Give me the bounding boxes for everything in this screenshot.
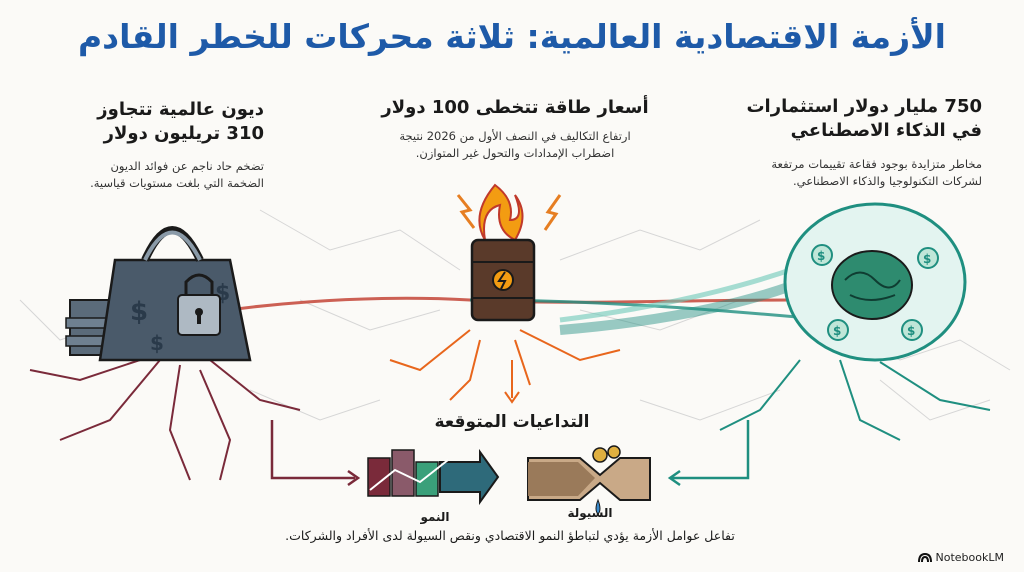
svg-text:$: $ — [833, 324, 841, 338]
energy-description: ارتفاع التكاليف في النصف الأول من 2026 ن… — [370, 128, 660, 162]
ai-cracks — [719, 359, 991, 441]
page-title: الأزمة الاقتصادية العالمية: ثلاثة محركات… — [77, 17, 946, 56]
oil-barrel-fire-icon — [456, 183, 562, 322]
ai-heading: 750 مليار دولار استثمارات في الذكاء الاص… — [732, 95, 982, 143]
consequences-heading: التداعيات المتوقعة — [434, 412, 590, 432]
energy-heading: أسعار طاقة تتخطى 100 دولار — [381, 97, 649, 118]
energy-desc-line1: ارتفاع التكاليف في النصف الأول من 2026 ن… — [399, 129, 631, 143]
liquidity-hourglass-icon — [527, 445, 651, 515]
svg-text:$: $ — [907, 324, 915, 338]
notebooklm-logo-icon — [917, 552, 932, 563]
debt-heading-line1: ديون عالمية تتجاوز — [97, 99, 264, 120]
summary-text: تفاعل عوامل الأزمة يؤدي لتباطؤ النمو الا… — [285, 528, 735, 543]
debt-heading: ديون عالمية تتجاوز 310 تريليون دولار — [34, 98, 264, 146]
svg-text:$: $ — [130, 297, 148, 327]
ai-heading-line1: 750 مليار دولار استثمارات — [746, 96, 982, 117]
brand-watermark: NotebookLM — [917, 551, 1004, 564]
liquidity-label: السيولة — [567, 506, 613, 520]
ai-arrow — [672, 420, 750, 480]
debt-cracks — [29, 359, 301, 481]
svg-text:$: $ — [150, 331, 164, 355]
ai-brain-bubble-icon: $ $ $ $ — [559, 202, 967, 362]
ai-desc-line2: لشركات التكنولوجيا والذكاء الاصطناعي. — [792, 174, 982, 188]
debt-desc-line2: الضخمة التي بلغت مستويات قياسية. — [90, 176, 264, 190]
ai-desc-line1: مخاطر متزايدة بوجود فقاعة تقييمات مرتفعة — [771, 157, 982, 171]
debt-moneybag-icon: $ $ $ — [65, 226, 252, 362]
ai-heading-line2: في الذكاء الاصطناعي — [790, 120, 982, 141]
debt-heading-line2: 310 تريليون دولار — [103, 123, 264, 144]
debt-desc-line1: تضخم حاد ناجم عن فوائد الديون — [110, 159, 264, 173]
growth-label: النمو — [420, 510, 450, 524]
energy-cracks — [389, 329, 621, 401]
svg-text:$: $ — [817, 249, 825, 263]
debt-description: تضخم حاد ناجم عن فوائد الديون الضخمة الت… — [34, 158, 264, 192]
ai-description: مخاطر متزايدة بوجود فقاعة تقييمات مرتفعة… — [732, 156, 982, 190]
svg-text:$: $ — [923, 252, 931, 266]
energy-desc-line2: اضطراب الإمدادات والتحول غير المتوازن. — [415, 146, 615, 160]
brand-name: NotebookLM — [935, 551, 1004, 564]
debt-arrow — [270, 420, 355, 480]
growth-decline-icon — [367, 448, 500, 506]
